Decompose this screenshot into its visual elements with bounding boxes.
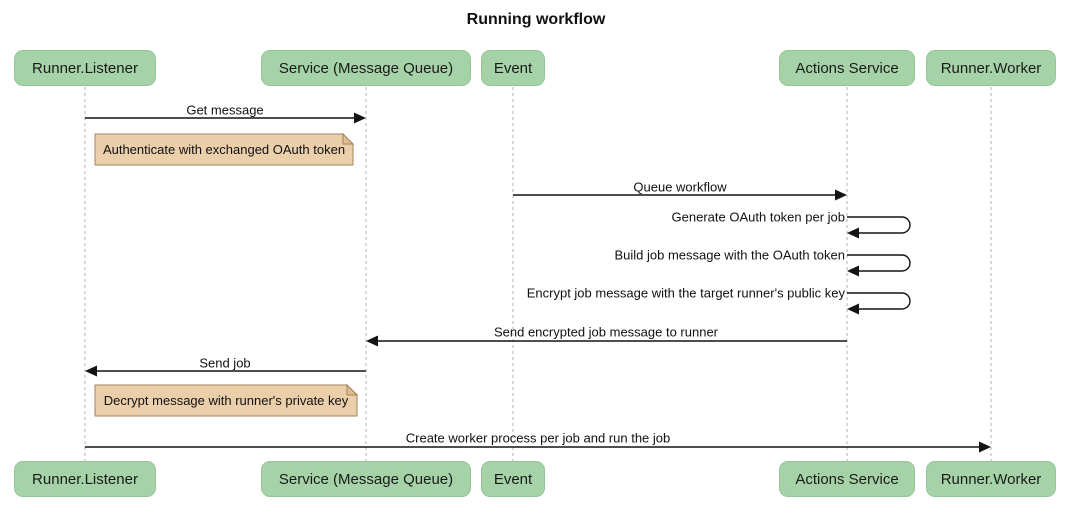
participant-label: Runner.Worker <box>940 470 1042 488</box>
arrowhead-create-worker-process <box>979 441 991 453</box>
participant-label: Actions Service <box>795 470 899 488</box>
participant-label: Runner.Worker <box>940 59 1042 77</box>
note-decrypt-private-key: Decrypt message with runner's private ke… <box>103 393 349 408</box>
diagram-title: Running workflow <box>466 11 606 28</box>
message-label-send-job: Send job <box>199 355 251 371</box>
note-shape-decrypt <box>94 384 358 417</box>
note-fold-decrypt <box>346 383 359 396</box>
note-shape-authenticate <box>94 133 354 166</box>
message-label-send-encrypted-job-message: Send encrypted job message to runner <box>493 324 719 340</box>
participant-event-top: Event <box>481 50 545 86</box>
arrowhead-encrypt-job-message <box>847 303 859 315</box>
participant-label: Runner.Listener <box>32 470 138 488</box>
arrowhead-build-job-message <box>847 265 859 277</box>
arrowhead-generate-oauth-token <box>847 227 859 239</box>
participant-label: Service (Message Queue) <box>278 470 454 488</box>
participant-actions-service-bottom: Actions Service <box>779 461 915 497</box>
participant-label: Actions Service <box>795 59 899 77</box>
self-loop-encrypt-job-message <box>847 292 911 310</box>
participant-label: Event <box>493 470 533 488</box>
participant-label: Runner.Listener <box>32 59 138 77</box>
message-label-build-job-message: Build job message with the OAuth token <box>614 247 845 263</box>
message-label-encrypt-job-message: Encrypt job message with the target runn… <box>526 285 845 301</box>
participant-runner-listener-bottom: Runner.Listener <box>14 461 156 497</box>
participant-label: Event <box>493 59 533 77</box>
self-loop-build-job-message <box>847 254 911 272</box>
participant-runner-listener-top: Runner.Listener <box>14 50 156 86</box>
self-loop-generate-oauth-token <box>847 216 911 234</box>
participant-event-bottom: Event <box>481 461 545 497</box>
note-authenticate-oauth: Authenticate with exchanged OAuth token <box>102 142 346 157</box>
participant-actions-service-top: Actions Service <box>779 50 915 86</box>
participant-service-message-queue-top: Service (Message Queue) <box>261 50 471 86</box>
message-label-queue-workflow: Queue workflow <box>633 179 727 195</box>
message-label-generate-oauth-token: Generate OAuth token per job <box>671 209 845 225</box>
arrowhead-get-message <box>354 112 366 124</box>
participant-label: Service (Message Queue) <box>278 59 454 77</box>
arrowhead-send-encrypted-job-message <box>366 335 378 347</box>
note-fold-authenticate <box>342 132 355 145</box>
message-label-create-worker-process: Create worker process per job and run th… <box>405 430 671 446</box>
arrowhead-queue-workflow <box>835 189 847 201</box>
arrowhead-send-job <box>85 365 97 377</box>
participant-runner-worker-top: Runner.Worker <box>926 50 1056 86</box>
participant-runner-worker-bottom: Runner.Worker <box>926 461 1056 497</box>
participant-service-message-queue-bottom: Service (Message Queue) <box>261 461 471 497</box>
message-label-get-message: Get message <box>186 102 264 118</box>
